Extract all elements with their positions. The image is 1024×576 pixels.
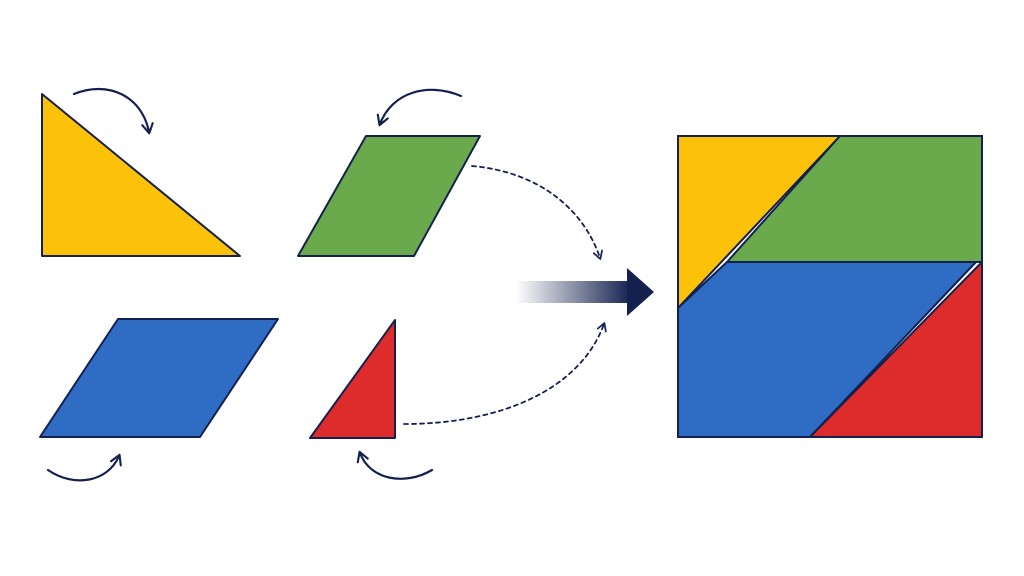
red-triangle [309,319,396,439]
curved-arrow-icon [46,453,122,482]
result-outline [677,135,983,438]
curved-arrow-icon [356,450,434,480]
blue-parallelogram [39,318,279,438]
curved-arrow-icon [72,87,154,135]
dashed-curve-arrow-icon [403,322,607,425]
green-parallelogram [297,135,481,257]
yellow-triangle [41,93,241,257]
curved-arrow-icon [376,88,463,127]
gradient-arrow-icon [516,268,654,316]
dashed-curve-arrow-icon [471,165,603,260]
assembled-rectangle [677,135,983,438]
